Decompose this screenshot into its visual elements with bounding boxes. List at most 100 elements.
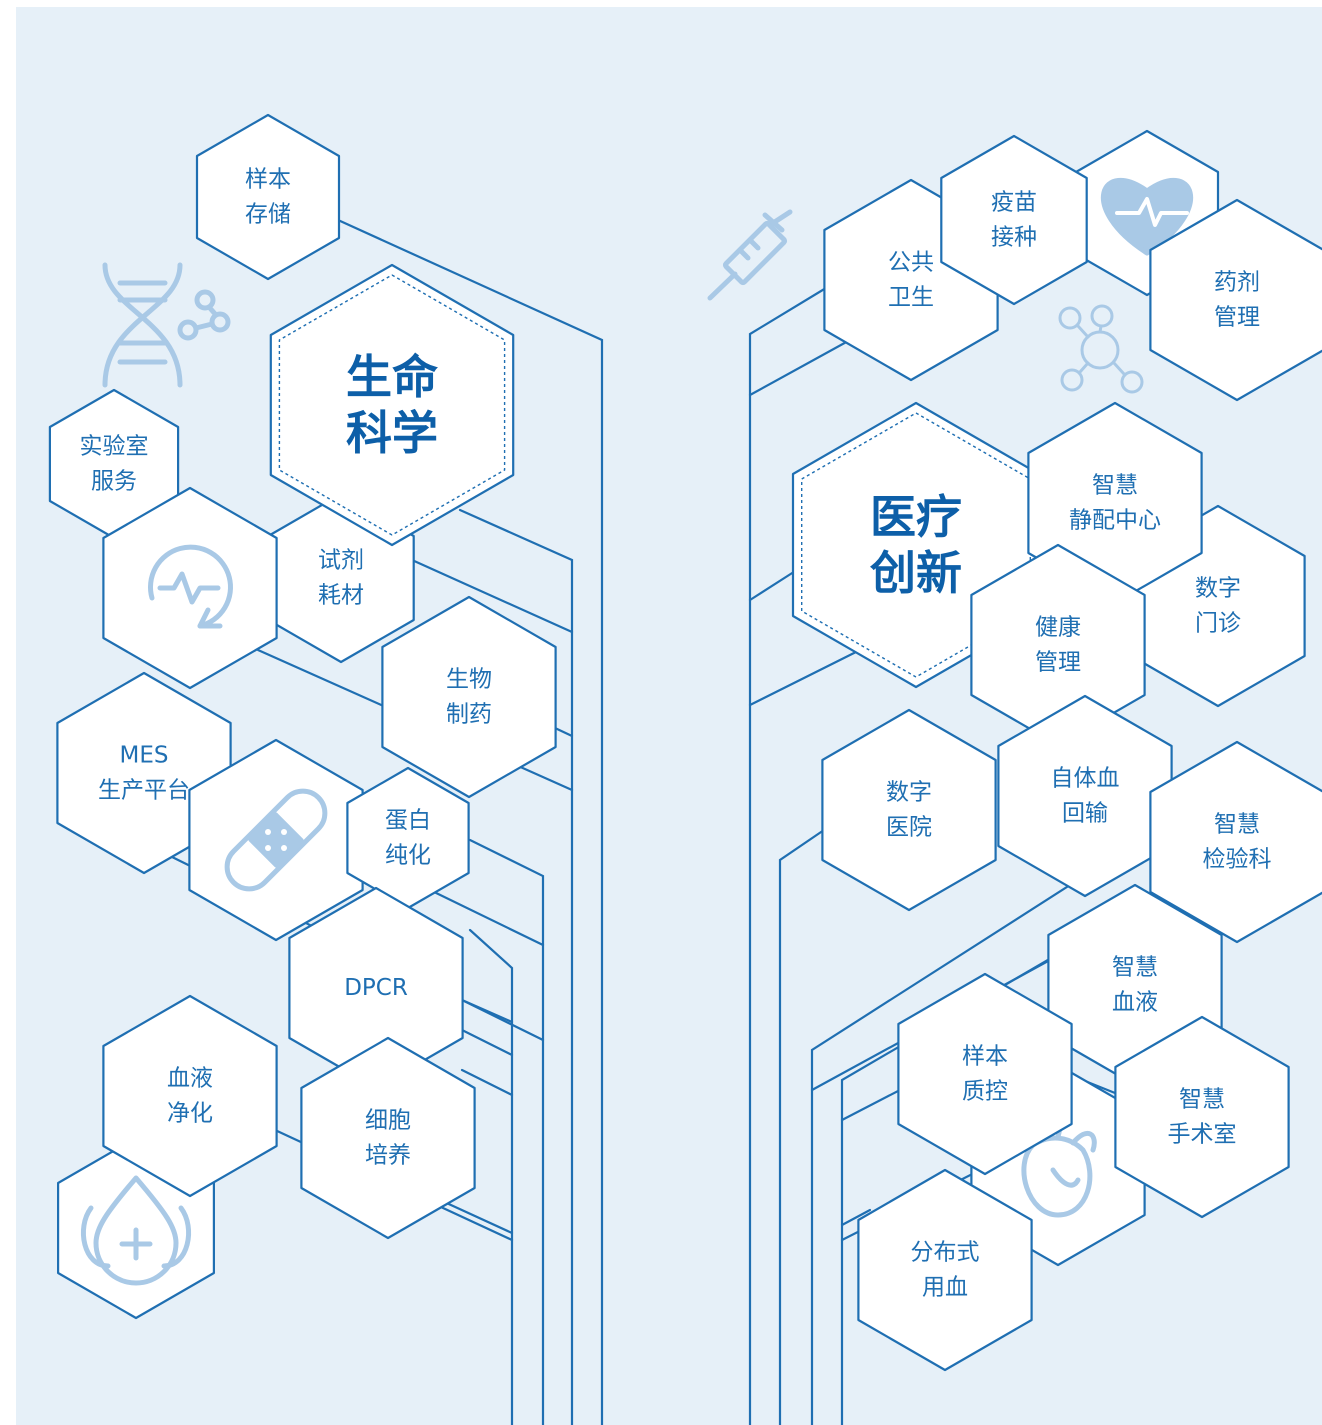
section-title-line: 生命 <box>346 350 438 404</box>
hex-label-line: 纯化 <box>385 843 431 869</box>
hex-label-line: 公共 <box>888 250 934 276</box>
hex-label-line: 实验室 <box>80 434 149 460</box>
hex-label-line: DPCR <box>344 975 408 1001</box>
hex-label-line: 生物 <box>446 667 492 693</box>
dna-icon <box>102 262 183 388</box>
connector-line <box>748 648 862 707</box>
hex-shape <box>1114 1015 1290 1219</box>
hex-label-line: 样本 <box>962 1044 1008 1070</box>
molecule-icon <box>177 289 231 341</box>
hex-label-line: 智慧 <box>1214 812 1260 838</box>
connector-line <box>336 218 604 1425</box>
connector-line <box>840 1088 902 1122</box>
connector-line <box>458 508 574 1425</box>
connector-line <box>748 286 828 1425</box>
hex-label-line: 回输 <box>1062 801 1108 827</box>
hex-label-line: 样本 <box>245 167 291 193</box>
connector-line <box>840 1208 872 1227</box>
hex-shape <box>1149 198 1322 402</box>
hex-label-line: 生产平台 <box>98 778 190 804</box>
connector-line <box>460 1028 514 1057</box>
hex-label-line: 净化 <box>167 1101 213 1127</box>
hex-label-line: 制药 <box>446 702 492 728</box>
hex-label-line: 数字 <box>886 780 932 806</box>
hex-shape <box>195 113 341 281</box>
hex-label-line: MES <box>120 743 169 769</box>
hex-shape <box>56 671 232 875</box>
hex-label-line: 门诊 <box>1195 611 1241 637</box>
connector-line <box>460 1068 514 1097</box>
hex-label-line: 检验科 <box>1203 847 1272 873</box>
hex-label-line: 数字 <box>1195 576 1241 602</box>
hex-shape <box>381 595 557 799</box>
hex-label-line: 服务 <box>91 469 137 495</box>
monitor-cycle-icon <box>148 544 233 629</box>
hex-monitor-icon <box>102 486 278 690</box>
hex-label-line: 分布式 <box>911 1240 980 1266</box>
connector-line <box>553 726 574 738</box>
hex-shape <box>102 486 278 690</box>
hex-shape <box>102 994 278 1198</box>
hex-label-line: 管理 <box>1214 305 1260 331</box>
section-title-line: 创新 <box>870 546 962 600</box>
connector-line <box>410 558 574 634</box>
connector-line <box>428 888 545 947</box>
hex-label-line: 细胞 <box>365 1108 411 1134</box>
hex-label-line: 智慧 <box>1092 473 1138 499</box>
hex-label-line: 存储 <box>245 202 291 228</box>
hex-label-line: 蛋白 <box>385 808 431 834</box>
connector-line <box>460 998 514 1024</box>
section-title-line: 医疗 <box>870 490 962 544</box>
hex-label-line: 药剂 <box>1214 270 1260 296</box>
hex-shape <box>346 766 470 910</box>
blood-drop-icon <box>81 1175 191 1286</box>
hex-label-line: 自体血 <box>1051 766 1120 792</box>
molecule-icon <box>1058 304 1144 394</box>
hex-bandage-icon <box>188 738 364 942</box>
hex-shape <box>821 708 997 912</box>
hex-label-line: 手术室 <box>1168 1122 1237 1148</box>
connector-line <box>748 566 802 602</box>
hex-shape <box>997 694 1173 898</box>
syringe-icon <box>707 209 793 301</box>
hex-label-line: 医院 <box>886 815 932 841</box>
hex-label-line: 疫苗 <box>991 190 1037 216</box>
hex-shape <box>940 134 1088 306</box>
hex-shape <box>897 972 1073 1176</box>
hex-label-line: 试剂 <box>318 548 364 574</box>
connector-line <box>438 1198 514 1235</box>
connector-line <box>748 338 852 397</box>
hex-label-line: 卫生 <box>888 285 934 311</box>
hex-label-line: 管理 <box>1035 650 1081 676</box>
hex-shape <box>1149 740 1322 944</box>
hex-label-line: 耗材 <box>318 583 364 609</box>
hex-label-line: 血液 <box>167 1066 213 1092</box>
bandage-icon <box>224 788 328 892</box>
hex-label-line: 智慧 <box>1179 1087 1225 1113</box>
hex-label-line: 静配中心 <box>1069 508 1161 534</box>
hex-label-line: 健康 <box>1035 615 1081 641</box>
connector-line <box>778 828 826 1425</box>
connector-line <box>468 838 545 1425</box>
hex-label-line: 用血 <box>922 1275 968 1301</box>
hex-label-line: 智慧 <box>1112 955 1158 981</box>
section-title-line: 科学 <box>346 406 438 460</box>
connector-line <box>810 883 1072 1425</box>
hex-mes: MES 生产平台 <box>56 671 232 875</box>
hex-label-line: 接种 <box>991 225 1037 251</box>
